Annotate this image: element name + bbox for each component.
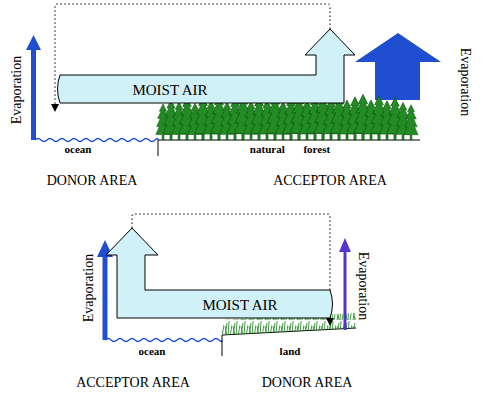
area-label: ocean bbox=[65, 144, 92, 155]
area-label: Evaporation bbox=[10, 56, 24, 124]
area-label: land bbox=[280, 346, 301, 357]
area-label: natural forest bbox=[250, 144, 330, 155]
arrow-head bbox=[326, 318, 334, 326]
evaporation-arrow bbox=[103, 255, 108, 340]
area-label: DONOR AREA bbox=[47, 174, 138, 188]
area-label: DONOR AREA bbox=[262, 376, 353, 390]
area-label: Evaporation bbox=[82, 254, 96, 322]
band-shape bbox=[106, 228, 333, 318]
area-label: Evaporation bbox=[458, 48, 472, 116]
moist-air-band: MOIST AIR bbox=[52, 26, 358, 106]
area-label: ACCEPTOR AREA bbox=[273, 174, 387, 188]
evaporation-arrow bbox=[26, 35, 41, 50]
area-label: ocean bbox=[139, 346, 166, 357]
evaporation-arrow bbox=[339, 238, 351, 252]
bottom-panel bbox=[97, 214, 356, 356]
band-shape bbox=[58, 29, 356, 103]
ground-line bbox=[158, 140, 420, 156]
top-panel bbox=[26, 4, 441, 156]
ocean-wave bbox=[35, 139, 158, 142]
area-label: ACCEPTOR AREA bbox=[76, 376, 190, 390]
evaporation-arrow bbox=[31, 48, 36, 140]
ocean-wave bbox=[105, 339, 222, 342]
area-label: Evaporation bbox=[356, 252, 370, 320]
tree bbox=[404, 105, 418, 140]
arrow-head bbox=[51, 104, 59, 112]
band-label: MOIST AIR bbox=[132, 83, 207, 98]
evaporation-arrow bbox=[344, 250, 347, 330]
moist-air-band: MOIST AIR bbox=[102, 226, 338, 321]
band-label: MOIST AIR bbox=[202, 298, 277, 313]
evaporation-arrow bbox=[355, 33, 441, 100]
